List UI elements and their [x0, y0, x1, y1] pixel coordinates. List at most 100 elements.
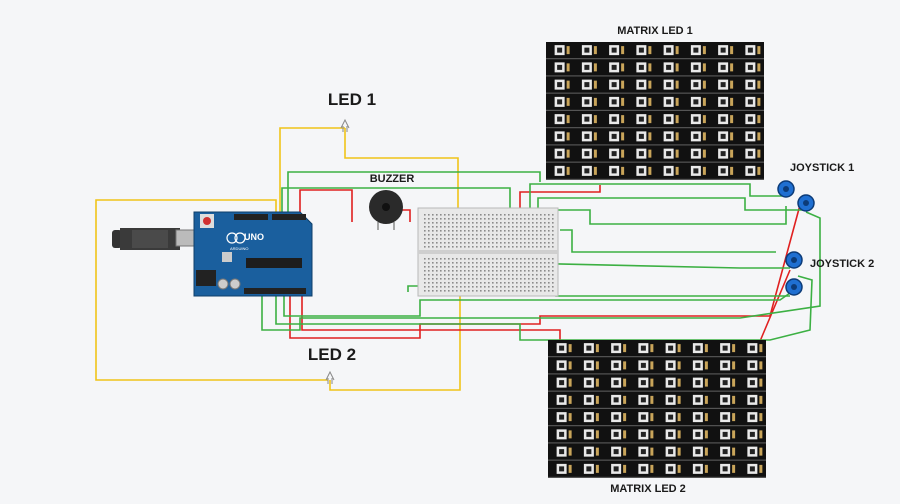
breadboard-hole [520, 238, 522, 240]
breadboard-hole [544, 230, 546, 232]
matrix-pixel-pad [730, 149, 734, 158]
breadboard-hole [512, 222, 514, 224]
breadboard-hole [484, 266, 486, 268]
breadboard-hole [468, 278, 470, 280]
breadboard-hole [512, 234, 514, 236]
breadboard-hole [424, 238, 426, 240]
breadboard-hole [460, 262, 462, 264]
wire-yellow-led1-return [344, 128, 459, 210]
breadboard-hole [480, 222, 482, 224]
breadboard-hole [488, 230, 490, 232]
matrix-pixel-core [668, 397, 674, 403]
breadboard-hole [504, 234, 506, 236]
wire-green-mid [560, 229, 776, 253]
breadboard-hole [480, 266, 482, 268]
breadboard-hole [544, 222, 546, 224]
arduino-uno-board[interactable]: UNO ARDUINO [112, 211, 313, 297]
wire-green-j2a [469, 261, 790, 269]
breadboard-hole [496, 262, 498, 264]
breadboard-hole [508, 238, 510, 240]
matrix-pixel-core [749, 380, 755, 386]
breadboard-hole [536, 230, 538, 232]
breadboard-hole [496, 266, 498, 268]
breadboard-hole [456, 258, 458, 260]
breadboard-hole [516, 218, 518, 220]
breadboard-hole [444, 262, 446, 264]
breadboard-hole [500, 266, 502, 268]
matrix-pixel-core [586, 362, 592, 368]
breadboard-hole [544, 238, 546, 240]
matrix-pixel-core [720, 47, 726, 53]
breadboard-hole [544, 282, 546, 284]
matrix-pixel-pad [732, 361, 736, 370]
breadboard-hole [480, 286, 482, 288]
breadboard-hole [452, 214, 454, 216]
matrix-pixel-pad [704, 464, 708, 473]
breadboard-hole [444, 274, 446, 276]
breadboard-hole [508, 282, 510, 284]
breadboard-hole [428, 266, 430, 268]
matrix-pixel-pad [759, 378, 763, 387]
breadboard-hole [524, 282, 526, 284]
breadboard-hole [484, 226, 486, 228]
matrix-pixel-pad [621, 166, 625, 175]
matrix-pixel-pad [650, 361, 654, 370]
matrix-pixel-pad [621, 97, 625, 106]
breadboard-hole [508, 286, 510, 288]
breadboard-hole [424, 234, 426, 236]
reset-button[interactable] [203, 217, 211, 225]
breadboard-hole [424, 290, 426, 292]
breadboard-hole [468, 230, 470, 232]
breadboard-hole [456, 242, 458, 244]
breadboard-hole [516, 282, 518, 284]
matrix-pixel-pad [704, 361, 708, 370]
matrix-pixel-core [613, 362, 619, 368]
breadboard-hole [492, 230, 494, 232]
breadboard-hole [540, 270, 542, 272]
joystick-2[interactable] [785, 251, 803, 296]
breadboard-hole [464, 262, 466, 264]
breadboard-hole [468, 262, 470, 264]
wire-yellow-led1 [279, 127, 345, 212]
breadboard-hole [552, 282, 554, 284]
matrix-pixel-pad [568, 430, 572, 439]
matrix-pixel-pad [595, 447, 599, 456]
breadboard-hole [432, 286, 434, 288]
breadboard-hole [484, 278, 486, 280]
matrix-pixel-pad [621, 46, 625, 55]
breadboard-hole [524, 218, 526, 220]
breadboard-hole [536, 218, 538, 220]
matrix-pixel-core [611, 99, 617, 105]
joystick-1[interactable] [777, 180, 815, 212]
breadboard-hole [548, 230, 550, 232]
breadboard-hole [528, 234, 530, 236]
breadboard-hole [480, 218, 482, 220]
breadboard-hole [476, 282, 478, 284]
breadboard-hole [492, 278, 494, 280]
breadboard-hole [500, 286, 502, 288]
breadboard-hole [460, 230, 462, 232]
matrix-pixel-core [611, 64, 617, 70]
breadboard-hole [492, 218, 494, 220]
matrix-pixel-core [666, 47, 672, 53]
breadboard-hole [504, 218, 506, 220]
breadboard-hole [440, 246, 442, 248]
breadboard-hole [472, 286, 474, 288]
breadboard-hole [528, 242, 530, 244]
breadboard-hole [488, 290, 490, 292]
matrix-pixel-core [695, 414, 701, 420]
matrix-strip-divider [548, 390, 766, 392]
breadboard-hole [484, 262, 486, 264]
breadboard-hole [536, 222, 538, 224]
breadboard-hole [512, 238, 514, 240]
breadboard-hole [484, 270, 486, 272]
matrix-pixel-pad [730, 97, 734, 106]
matrix-pixel-core [695, 466, 701, 472]
matrix-pixel-core [584, 47, 590, 53]
breadboard-hole [520, 262, 522, 264]
breadboard-hole [540, 286, 542, 288]
matrix-pixel-pad [702, 97, 706, 106]
matrix-pixel-pad [568, 361, 572, 370]
joystick-2-knob-a-center [791, 257, 797, 263]
breadboard-hole [492, 226, 494, 228]
